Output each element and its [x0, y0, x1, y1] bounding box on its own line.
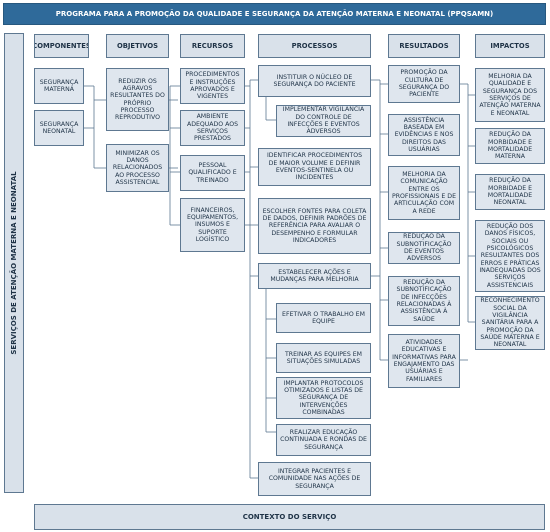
resultado-subnotificacao-infeccoes: REDUÇÃO DA SUBNOTIFICAÇÃO DE INFECÇÕES R… [388, 276, 460, 326]
processo-treinar-equipes: TREINAR AS EQUIPES EM SITUAÇÕES SIMULADA… [276, 343, 371, 373]
processo-integrar-pacientes: INTEGRAR PACIENTES E COMUNIDADE NAS AÇÕE… [258, 462, 371, 496]
objetivo-minimizar-danos: MINIMIZAR OS DANOS RELACIONADOS AO PROCE… [106, 144, 169, 192]
sidebar-label: SERVIÇOS DE ATENÇÃO MATERNA E NEONATAL [10, 171, 18, 355]
recurso-procedimentos: PROCEDIMENTOS E INSTRUÇÕES APROVADOS E V… [180, 68, 245, 104]
processo-escolher-fontes: ESCOLHER FONTES PARA COLETA DE DADOS, DE… [258, 198, 371, 254]
resultado-cultura-seguranca: PROMOÇÃO DA CULTURA DE SEGURANÇA DO PACI… [388, 65, 460, 103]
processo-identificar-procedimentos: IDENTIFICAR PROCEDIMENTOS DE MAIOR VOLUM… [258, 148, 371, 186]
resultado-subnotificacao-eventos: REDUÇÃO DA SUBNOTIFICAÇÃO DE EVENTOS ADV… [388, 232, 460, 264]
componente-seguranca-neonatal: SEGURANÇA NEONATAL [34, 110, 84, 146]
sidebar-services: SERVIÇOS DE ATENÇÃO MATERNA E NEONATAL [4, 33, 24, 493]
header-objetivos: OBJETIVOS [106, 34, 169, 58]
recurso-financeiros: FINANCEIROS, EQUIPAMENTOS, INSUMOS E SUP… [180, 198, 245, 252]
impacto-reconhecimento-social: RECONHECIMENTO SOCIAL DA VIGILÂNCIA SANI… [475, 296, 545, 350]
header-impactos: IMPACTOS [475, 34, 545, 58]
componente-seguranca-materna: SEGURANÇA MATERNA [34, 68, 84, 104]
processo-implementar-vigilancia: IMPLEMENTAR VIGILÂNCIA DO CONTROLE DE IN… [276, 105, 371, 137]
header-componentes: COMPONENTES [34, 34, 89, 58]
objetivo-reduzir-agravos: REDUZIR OS AGRAVOS RESULTANTES DO PRÓPRI… [106, 68, 169, 131]
impacto-melhoria-qualidade: MELHORIA DA QUALIDADE E SEGURANÇA DOS SE… [475, 68, 545, 122]
impacto-morbidade-materna: REDUÇÃO DA MORBIDADE E MORTALIDADE MATER… [475, 128, 545, 164]
recurso-pessoal: PESSOAL QUALIFICADO E TREINADO [180, 155, 245, 191]
resultado-assistencia-evidencias: ASSISTÊNCIA BASEADA EM EVIDÊNCIAS E NOS … [388, 114, 460, 156]
processo-educacao-continuada: REALIZAR EDUCAÇÃO CONTINUADA E RONDAS DE… [276, 424, 371, 456]
header-processos: PROCESSOS [258, 34, 371, 58]
resultado-atividades-educativas: ATIVIDADES EDUCATIVAS E INFORMATIVAS PAR… [388, 334, 460, 388]
recurso-ambiente: AMBIENTE ADEQUADO AOS SERVIÇOS PRESTADOS [180, 110, 245, 146]
impacto-reducao-danos: REDUÇÃO DOS DANOS FÍSICOS, SOCIAIS OU PS… [475, 220, 545, 292]
header-recursos: RECURSOS [180, 34, 245, 58]
processo-trabalho-equipe: EFETIVAR O TRABALHO EM EQUIPE [276, 303, 371, 333]
resultado-melhoria-comunicacao: MELHORIA DA COMUNICAÇÃO ENTRE OS PROFISS… [388, 166, 460, 220]
program-title-banner: PROGRAMA PARA A PROMOÇÃO DA QUALIDADE E … [3, 3, 546, 25]
processo-implantar-protocolos: IMPLANTAR PROTOCOLOS OTIMIZADOS E LISTAS… [276, 377, 371, 419]
impacto-morbidade-neonatal: REDUÇÃO DA MORBIDADE E MORTALIDADE NEONA… [475, 174, 545, 210]
processo-instituir-nucleo: INSTITUIR O NÚCLEO DE SEGURANÇA DO PACIE… [258, 65, 371, 97]
processo-estabelecer-acoes: ESTABELECER AÇÕES E MUDANÇAS PARA MELHOR… [258, 263, 371, 289]
context-banner: CONTEXTO DO SERVIÇO [34, 504, 545, 530]
header-resultados: RESULTADOS [388, 34, 460, 58]
